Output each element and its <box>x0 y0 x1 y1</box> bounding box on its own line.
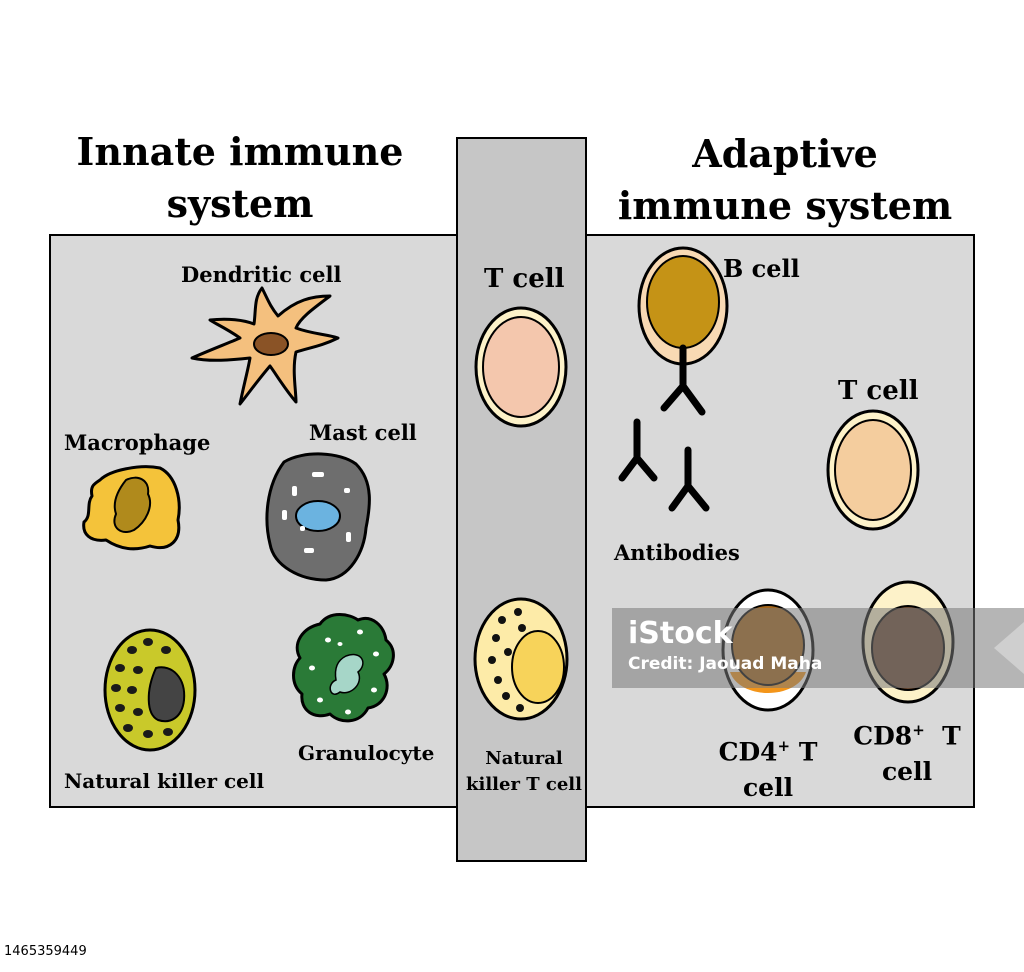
natural-killer-cell-icon <box>103 628 197 752</box>
stock-watermark: iStock Credit: Jaouad Maha <box>612 608 1024 688</box>
macrophage-label: Macrophage <box>64 430 211 455</box>
cd8-cell-text: cell <box>881 757 933 787</box>
natural-killer-cell-label: Natural killer cell <box>64 769 265 793</box>
t-cell-right-label: T cell <box>838 376 919 406</box>
innate-heading: Innate immune system <box>50 126 430 230</box>
stock-id: 1465359449 <box>4 944 87 959</box>
watermark-arrow-icon <box>994 622 1024 674</box>
cd4-t-text: T <box>790 737 818 767</box>
bridge-panel <box>456 137 587 862</box>
natural-killer-t-cell-line2: killer T cell <box>466 774 582 795</box>
mast-cell-label: Mast cell <box>309 420 417 445</box>
antibodies-label: Antibodies <box>614 540 740 565</box>
innate-heading-line1: Innate immune <box>76 129 404 174</box>
adaptive-heading-line2: immune system <box>617 183 953 228</box>
granulocyte-label: Granulocyte <box>298 741 435 765</box>
natural-killer-t-cell-label: Natural killer T cell <box>462 746 586 798</box>
macrophage-icon <box>82 465 181 551</box>
cd4-cell-text: cell <box>742 773 794 803</box>
b-cell-label: B cell <box>723 254 800 283</box>
stock-footer: 1465359449 <box>0 938 1024 972</box>
antibody-icon <box>668 446 710 512</box>
dendritic-cell-icon <box>190 286 340 406</box>
watermark-credit: Credit: Jaouad Maha <box>628 654 823 674</box>
cd8-text: CD8 <box>853 721 913 751</box>
watermark-brand: iStock <box>628 616 733 651</box>
antibody-icon <box>618 418 658 482</box>
b-cell-icon <box>637 246 729 416</box>
adaptive-heading-line1: Adaptive <box>692 131 878 176</box>
adaptive-heading: Adaptive immune system <box>600 128 970 232</box>
cd4-t-cell-label: CD4+ T cell <box>718 728 818 806</box>
cd8-t-cell-label: CD8+ T cell <box>852 712 962 790</box>
natural-killer-t-cell-line1: Natural <box>485 748 563 769</box>
mast-cell-icon <box>265 452 371 582</box>
innate-heading-line2: system <box>166 181 314 226</box>
cd4-superscript: + <box>777 737 791 755</box>
cd4-text: CD4 <box>718 737 778 767</box>
cd8-t-text: T <box>924 721 961 751</box>
granulocyte-icon <box>292 613 395 723</box>
dendritic-cell-label: Dendritic cell <box>181 262 342 287</box>
t-cell-middle-icon <box>474 306 568 428</box>
t-cell-middle-label: T cell <box>484 264 565 294</box>
natural-killer-t-cell-icon <box>473 597 569 721</box>
cd8-superscript: + <box>912 721 925 739</box>
t-cell-right-icon <box>826 409 920 531</box>
